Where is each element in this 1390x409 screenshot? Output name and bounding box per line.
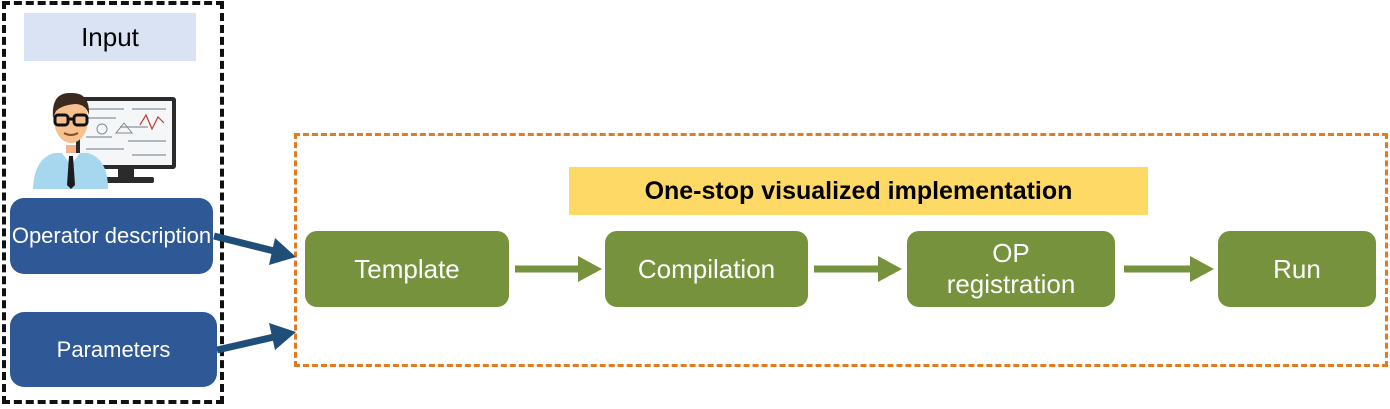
developer-at-monitor-illustration: [33, 92, 176, 189]
step-op-registration: OP registration: [907, 231, 1115, 307]
step-run: Run: [1218, 231, 1376, 307]
step-compilation: Compilation: [605, 231, 808, 307]
step-template: Template: [305, 231, 509, 307]
parameters-label: Parameters: [56, 336, 171, 362]
operator-description-label: Operator description: [11, 223, 212, 248]
input-frame: [2, 1, 224, 404]
blue-arrow: [213, 232, 296, 265]
operator-description-box: Operator description: [10, 198, 213, 274]
step-template-label: Template: [354, 253, 460, 284]
flow-title: One-stop visualized implementation: [569, 167, 1148, 215]
input-title: Input: [24, 13, 196, 61]
step-op-registration-label: OP registration: [946, 238, 1076, 299]
step-run-label: Run: [1273, 253, 1321, 284]
step-compilation-label: Compilation: [637, 253, 776, 284]
blue-arrow: [216, 323, 296, 354]
parameters-box: Parameters: [10, 312, 217, 387]
